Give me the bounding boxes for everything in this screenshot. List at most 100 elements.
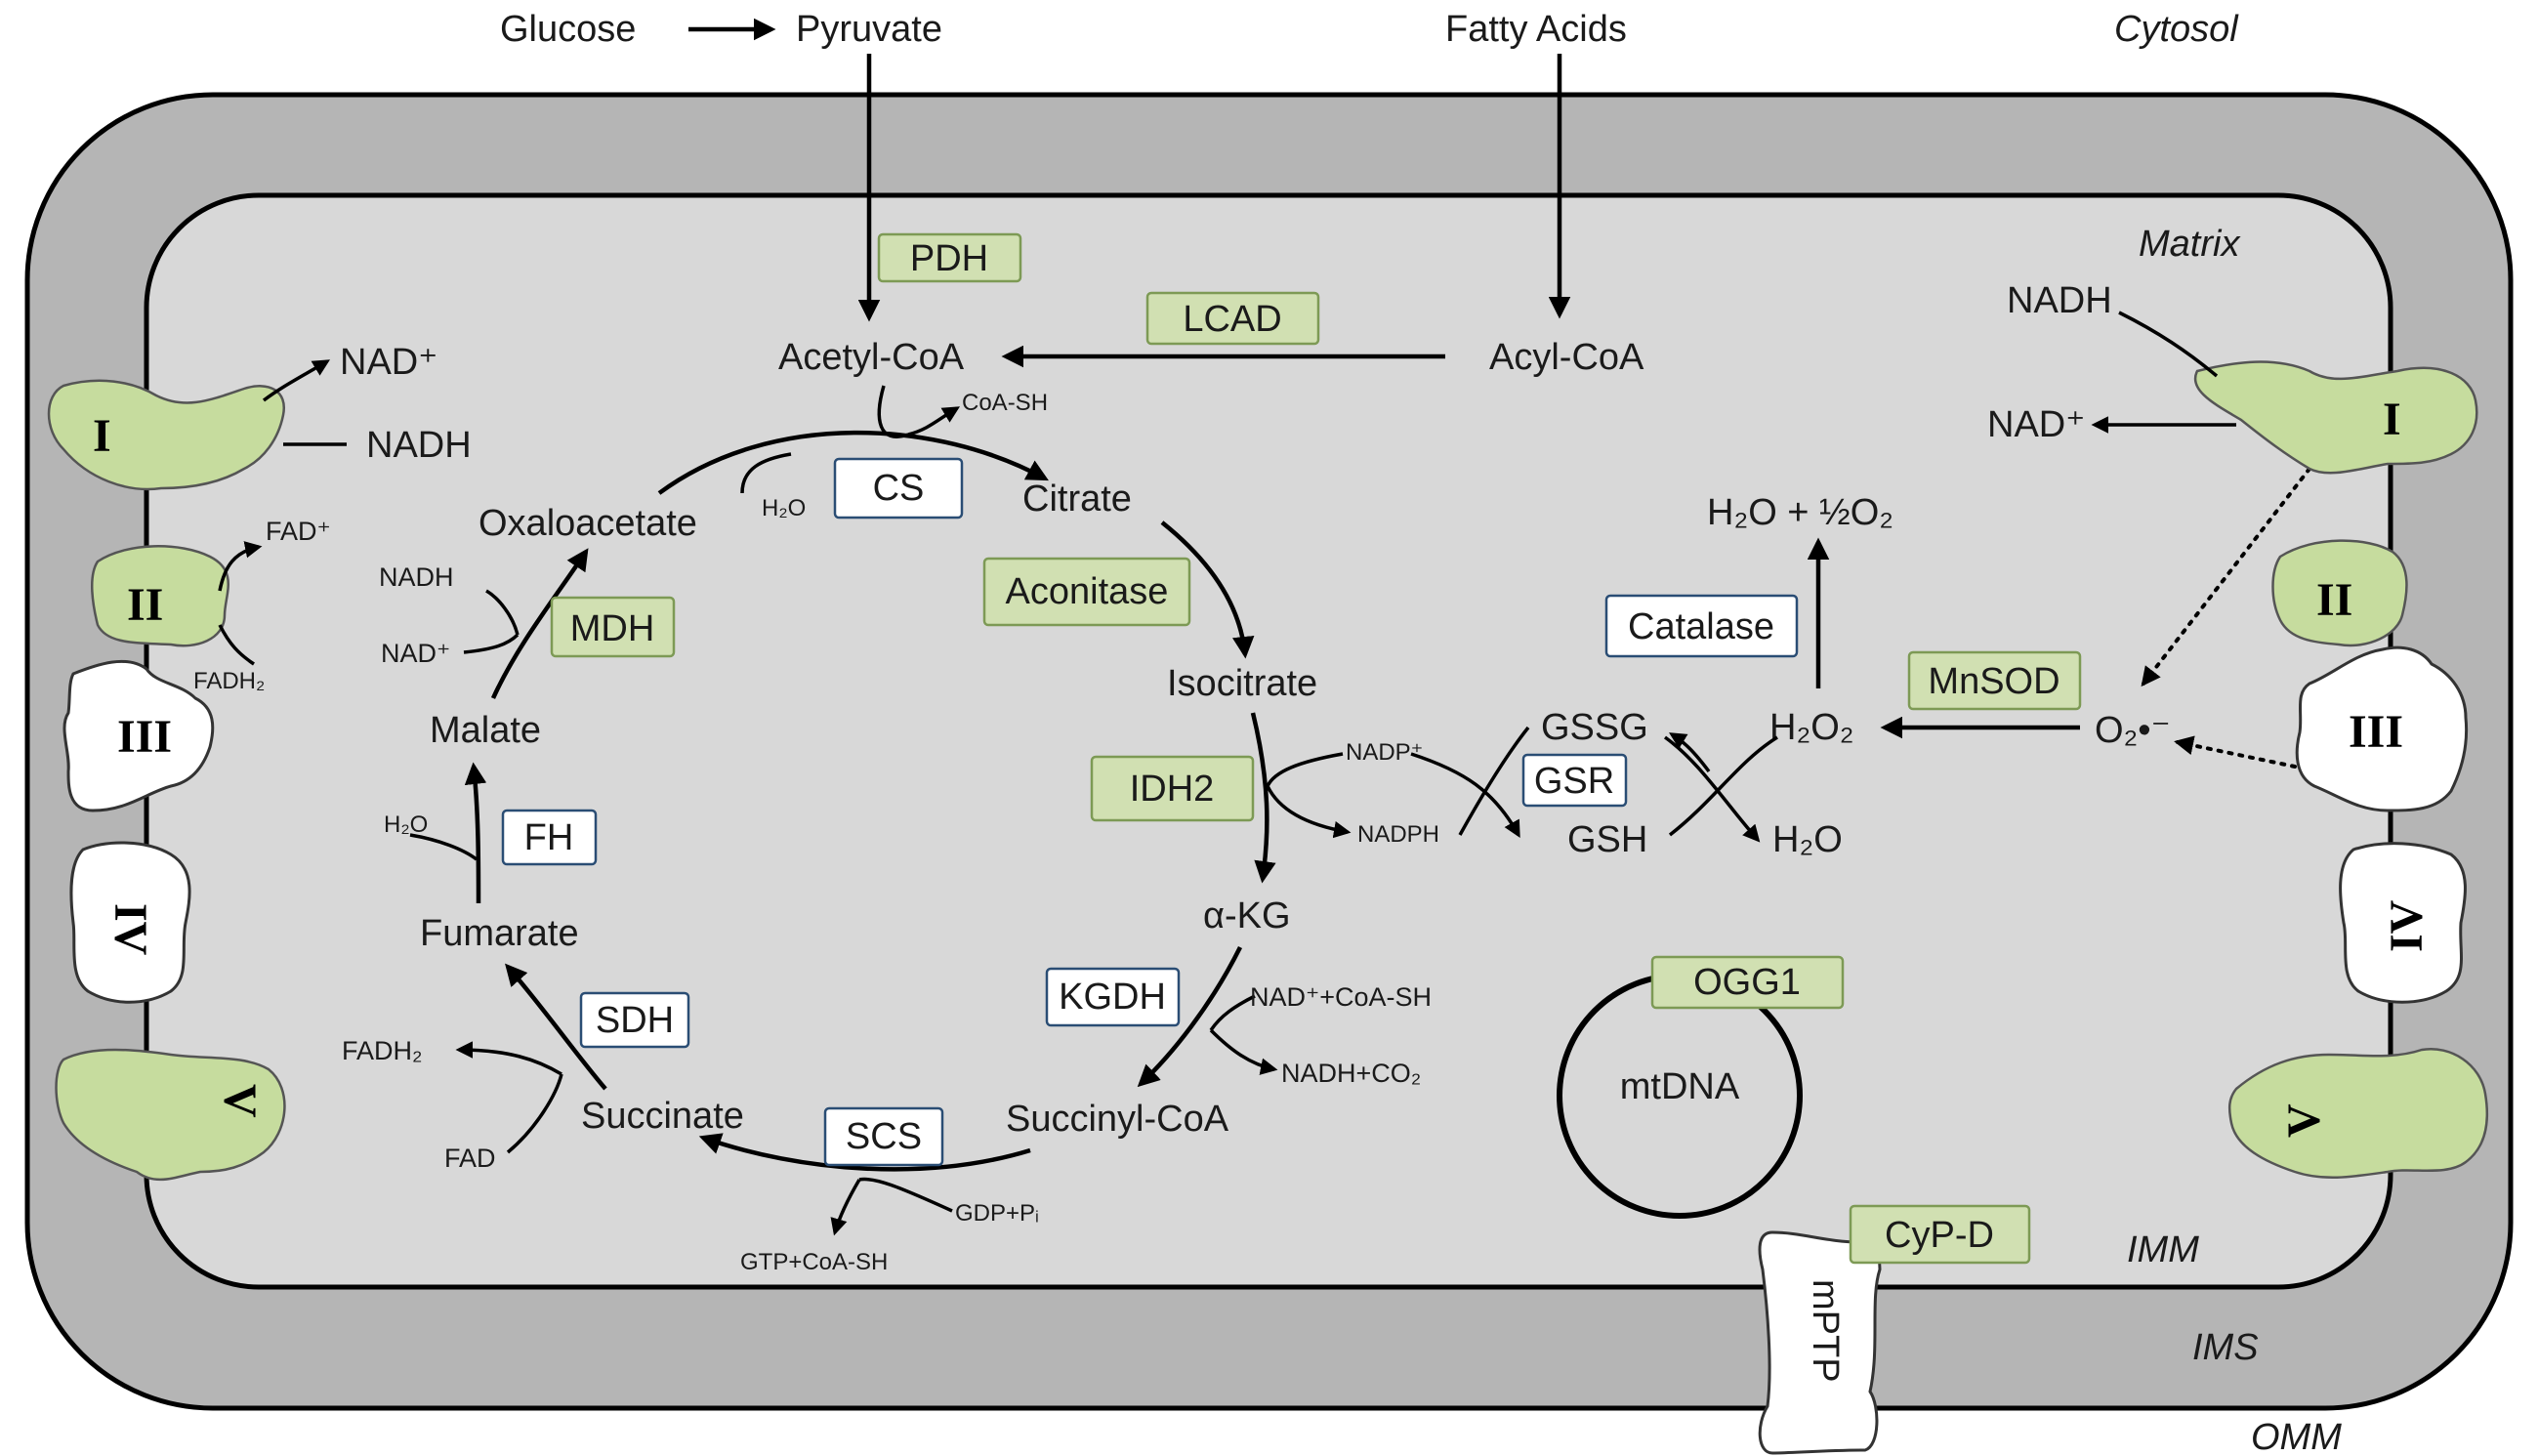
h2o-fh-label: H₂O bbox=[384, 811, 428, 838]
nad-mdh-label: NAD⁺ bbox=[381, 639, 450, 668]
mtdna-label: mtDNA bbox=[1620, 1066, 1740, 1107]
malate-label: Malate bbox=[430, 710, 541, 751]
complexi-superoxide-dotted bbox=[2141, 467, 2311, 687]
right-nadh-label: NADH bbox=[2007, 280, 2112, 321]
left-complex-iv-numeral: IV bbox=[104, 903, 156, 956]
nadph-label: NADPH bbox=[1357, 821, 1439, 848]
acetylcoa-join bbox=[877, 385, 909, 438]
h2o2-label: H₂O₂ bbox=[1769, 707, 1854, 748]
svg-text:MDH: MDH bbox=[570, 608, 655, 649]
fatty-acids-label: Fatty Acids bbox=[1445, 9, 1627, 50]
gtp-coa-label: GTP+CoA-SH bbox=[740, 1249, 888, 1275]
left-nad-label: NAD⁺ bbox=[340, 342, 437, 383]
mptp-label: mPTP bbox=[1805, 1279, 1846, 1383]
right-complex-iii bbox=[2295, 645, 2469, 812]
svg-text:GSR: GSR bbox=[1534, 761, 1614, 802]
right-nad-label: NAD⁺ bbox=[1987, 404, 2085, 445]
complexiii-superoxide-dotted bbox=[2174, 735, 2297, 769]
svg-text:IDH2: IDH2 bbox=[1130, 769, 1215, 810]
lcad-enzyme: LCAD bbox=[1145, 291, 1320, 346]
svg-text:CS: CS bbox=[873, 468, 925, 509]
right-complex-ii-numeral: II bbox=[2316, 574, 2352, 626]
succinate-to-fumarate-arrow bbox=[505, 963, 607, 1091]
left-complex-ii-numeral: II bbox=[127, 579, 163, 631]
succinylcoa-to-succinate-arrow bbox=[698, 1133, 1031, 1172]
glucose-label: Glucose bbox=[500, 9, 636, 50]
right-complex-iv-numeral: IV bbox=[2381, 899, 2433, 952]
superoxide-label: O₂•⁻ bbox=[2095, 710, 2171, 751]
scs-enzyme: SCS bbox=[823, 1106, 944, 1167]
nadh-co2-label: NADH+CO₂ bbox=[1281, 1059, 1421, 1088]
left-fad-label: FAD⁺ bbox=[266, 517, 331, 546]
right-complex-v-numeral: V bbox=[2278, 1103, 2330, 1138]
left-complex-iii-numeral: III bbox=[117, 711, 172, 763]
oxaloacetate-label: Oxaloacetate bbox=[478, 503, 697, 544]
left-complex-v-numeral: V bbox=[214, 1084, 266, 1118]
cyp-d-enzyme: CyP-D bbox=[1849, 1204, 2031, 1265]
cs-arc-arrow bbox=[657, 430, 1049, 495]
svg-text:SCS: SCS bbox=[846, 1116, 922, 1157]
ims-label: IMS bbox=[2192, 1327, 2259, 1368]
coa-sh-label: CoA-SH bbox=[962, 390, 1048, 416]
succinyl-coa-label: Succinyl-CoA bbox=[1006, 1099, 1229, 1140]
fad-join bbox=[506, 1073, 563, 1154]
left-complex-iv bbox=[69, 841, 191, 1004]
sdh-enzyme: SDH bbox=[579, 991, 690, 1049]
right-complex-v bbox=[2227, 1047, 2489, 1180]
h2o-half-o2-label: H₂O + ½O₂ bbox=[1707, 492, 1893, 533]
akg-to-succinylcoa-arrow bbox=[1137, 945, 1243, 1088]
gsr-enzyme: GSR bbox=[1521, 753, 1628, 808]
idh2-enzyme: IDH2 bbox=[1090, 755, 1255, 822]
svg-text:FH: FH bbox=[524, 817, 574, 858]
left-nadh-label: NADH bbox=[366, 425, 472, 466]
right-complex-i bbox=[2193, 360, 2478, 475]
ogg1-enzyme: OGG1 bbox=[1650, 955, 1845, 1010]
gsr-cross-a bbox=[1410, 752, 1520, 839]
left-complex-i bbox=[47, 379, 286, 491]
right-nadh-line bbox=[2118, 311, 2219, 378]
cytosol-label: Cytosol bbox=[2114, 9, 2239, 50]
gsh-label: GSH bbox=[1567, 819, 1647, 860]
fadh2-release bbox=[455, 1041, 562, 1076]
aconitase-enzyme: Aconitase bbox=[982, 557, 1191, 627]
gdp-pi-label: GDP+Pᵢ bbox=[955, 1200, 1039, 1227]
svg-text:Catalase: Catalase bbox=[1628, 606, 1774, 647]
left-complex-iii bbox=[62, 659, 215, 812]
right-complex-i-numeral: I bbox=[2383, 394, 2401, 445]
isocitrate-to-akg-arrow bbox=[1250, 712, 1276, 884]
fad-sdh-label: FAD bbox=[444, 1144, 496, 1173]
h2o-cs-label: H₂O bbox=[762, 495, 806, 521]
gtp-release bbox=[830, 1179, 861, 1236]
svg-text:Aconitase: Aconitase bbox=[1006, 571, 1169, 612]
nadh-mdh-release bbox=[485, 589, 520, 636]
malate-to-oxaloacetate-arrow bbox=[490, 548, 589, 699]
fumarate-label: Fumarate bbox=[420, 913, 579, 954]
citrate-to-isocitrate-arrow bbox=[1160, 520, 1255, 659]
h2o-fh-join bbox=[409, 833, 478, 861]
left-complex-ii bbox=[90, 545, 229, 647]
acyl-coa-label: Acyl-CoA bbox=[1489, 337, 1644, 378]
cs-enzyme: CS bbox=[833, 457, 964, 520]
nadp-join bbox=[1266, 752, 1344, 787]
nadp-label: NADP⁺ bbox=[1346, 739, 1423, 766]
svg-text:CyP-D: CyP-D bbox=[1885, 1215, 1994, 1256]
gssg-label: GSSG bbox=[1541, 707, 1648, 748]
matrix-label: Matrix bbox=[2139, 224, 2241, 265]
fadh2-sdh-label: FADH₂ bbox=[342, 1036, 423, 1065]
nadh-mdh-label: NADH bbox=[379, 562, 454, 592]
imm-label: IMM bbox=[2127, 1229, 2199, 1270]
gpx-to-gssg bbox=[1669, 732, 1711, 773]
fh-enzyme: FH bbox=[501, 809, 598, 866]
citrate-label: Citrate bbox=[1022, 478, 1132, 520]
svg-text:PDH: PDH bbox=[910, 238, 988, 279]
gsr-cross-b bbox=[1458, 726, 1530, 836]
svg-text:OGG1: OGG1 bbox=[1693, 962, 1801, 1003]
left-fadh2-label: FADH₂ bbox=[193, 668, 265, 694]
catalase-enzyme: Catalase bbox=[1604, 594, 1799, 658]
nad-coa-label: NAD⁺+CoA-SH bbox=[1250, 982, 1432, 1012]
right-complex-ii bbox=[2271, 539, 2408, 647]
h2o-cs-join bbox=[740, 452, 792, 494]
right-complex-iii-numeral: III bbox=[2349, 706, 2403, 758]
left-complex-i-numeral: I bbox=[93, 410, 111, 462]
svg-text:SDH: SDH bbox=[596, 1000, 674, 1041]
